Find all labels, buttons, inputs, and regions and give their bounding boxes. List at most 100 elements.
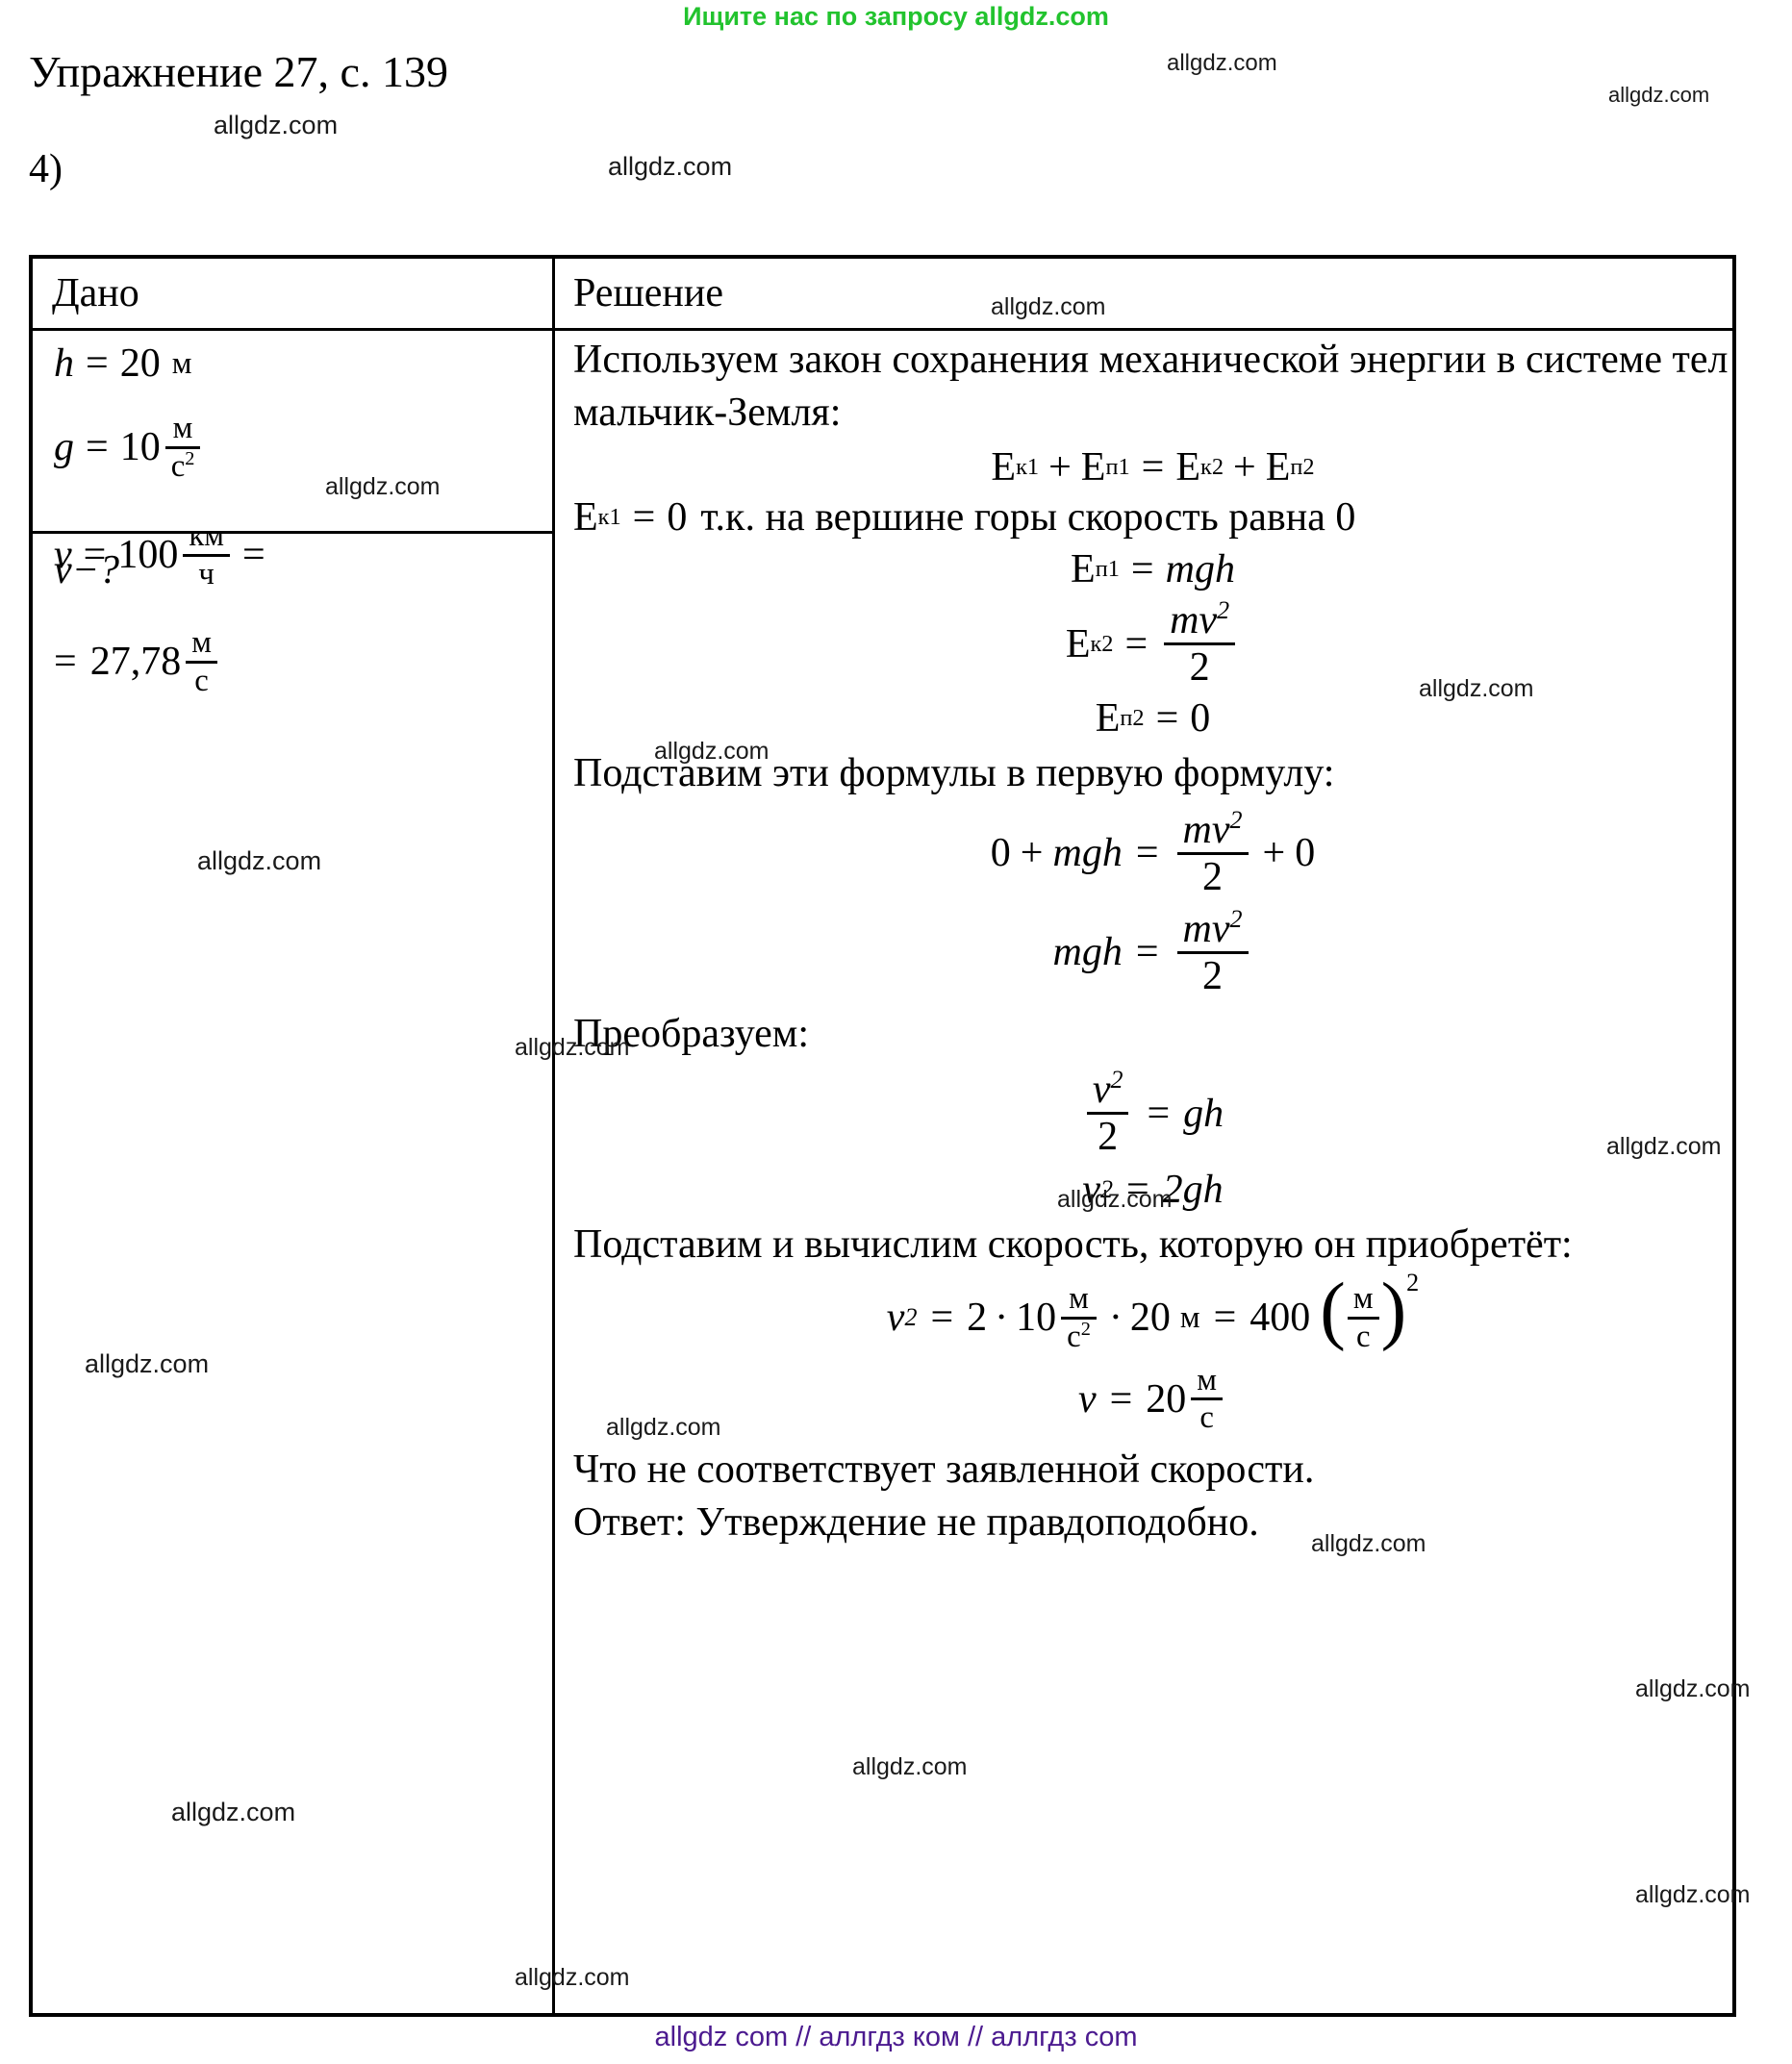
v-equals-trailing: = xyxy=(241,533,265,577)
paren-open: ( xyxy=(1320,1267,1346,1352)
promo-banner: Ищите нас по запросу allgdz.com xyxy=(683,2,1109,31)
given-header: Дано xyxy=(52,271,139,315)
v-unit-numerator: км xyxy=(189,517,224,553)
final-unit-numerator: м xyxy=(1352,1280,1374,1316)
v-unit-denominator: ч xyxy=(198,556,215,592)
final-g-denominator: с2 xyxy=(1067,1318,1091,1354)
watermark-text: allgdz.com xyxy=(1057,1186,1173,1213)
fraction-bar xyxy=(1176,950,1249,954)
sub1-fraction: mv2 2 xyxy=(1176,805,1249,899)
mgh-denominator: 2 xyxy=(1202,953,1224,998)
g-symbol: g xyxy=(54,425,74,469)
fraction-bar xyxy=(183,553,230,557)
v-equals: = xyxy=(83,533,107,577)
tr1-denominator: 2 xyxy=(1098,1115,1119,1160)
v-unit-fraction: км ч xyxy=(183,517,230,592)
mgh-fraction: mv2 2 xyxy=(1176,904,1249,998)
final-unit-fraction: м с xyxy=(1347,1280,1379,1353)
table-column-divider xyxy=(552,259,555,2013)
watermark-text: allgdz.com xyxy=(1167,50,1277,76)
equation-transform-1: v2 2 = gh xyxy=(573,1068,1732,1160)
g-unit-denominator: с2 xyxy=(170,447,195,484)
ek2-denominator: 2 xyxy=(1189,645,1210,691)
watermark-text: allgdz.com xyxy=(171,1798,296,1826)
final-unit-group: ( м с ) 2 xyxy=(1320,1267,1420,1354)
fraction-bar xyxy=(1086,1112,1129,1116)
ek2-fraction: mv2 2 xyxy=(1164,596,1236,691)
given-row-v: v = 100 км ч = xyxy=(54,501,550,609)
fraction-bar xyxy=(1164,642,1236,646)
v-converted-unit-fraction: м с xyxy=(186,624,217,698)
v-symbol: v xyxy=(54,533,72,577)
mgh-numerator: mv2 xyxy=(1182,904,1243,951)
g-equals: = xyxy=(86,425,109,469)
solution-table: Дано Решение h = 20 м g = 10 м с2 xyxy=(29,255,1736,2017)
v-converted-value: 27,78 xyxy=(89,640,182,684)
g-unit-fraction: м с2 xyxy=(164,410,201,484)
solution-intro-text: Используем закон сохранения механической… xyxy=(573,338,1729,435)
h-symbol: h xyxy=(54,341,74,386)
fraction-bar xyxy=(1191,1397,1224,1401)
sub1-numerator: mv2 xyxy=(1182,805,1243,852)
answer-unit-numerator: м xyxy=(1197,1362,1218,1397)
v-converted-unit-numerator: м xyxy=(191,624,212,660)
substitute-text: Подставим эти формулы в первую формулу: xyxy=(573,751,1335,796)
tr1-fraction: v2 2 xyxy=(1086,1068,1129,1160)
watermark-text: allgdz.com xyxy=(654,738,770,765)
given-column: h = 20 м g = 10 м с2 v = 100 к xyxy=(54,334,550,715)
watermark-text: allgdz.com xyxy=(608,152,733,181)
answer-unit-fraction: м с xyxy=(1191,1362,1224,1436)
fraction-bar xyxy=(1176,851,1249,855)
conclusion-text: Что не соответствует заявленной скорости… xyxy=(573,1447,1315,1493)
watermark-text: allgdz.com xyxy=(991,293,1106,320)
h-value: 20 xyxy=(119,341,161,386)
v-value: 100 xyxy=(117,533,179,577)
watermark-text: allgdz.com xyxy=(1635,1881,1751,1908)
unknown-quantity: v−? xyxy=(54,548,119,592)
watermark-text: allgdz.com xyxy=(1635,1675,1751,1702)
watermark-text: allgdz.com xyxy=(1606,1133,1722,1160)
ek2-numerator: mv2 xyxy=(1170,596,1230,643)
answer-unit-denominator: с xyxy=(1199,1400,1214,1436)
watermark-text: allgdz.com xyxy=(852,1753,968,1780)
solution-column: Используем закон сохранения механической… xyxy=(573,334,1732,1548)
transform-text: Преобразуем: xyxy=(573,1011,810,1056)
watermark-text: allgdz.com xyxy=(606,1414,721,1441)
given-row-v-converted: = 27,78 м с xyxy=(54,609,550,715)
compute-text: Подставим и вычислим скорость, которую о… xyxy=(573,1222,1573,1268)
fraction-bar xyxy=(186,660,217,664)
watermark-text: allgdz.com xyxy=(325,473,441,500)
given-row-h: h = 20 м xyxy=(54,334,550,393)
watermark-text: allgdz.com xyxy=(515,1034,630,1061)
watermark-text: allgdz.com xyxy=(1419,675,1534,702)
h-unit: м xyxy=(171,345,192,381)
fraction-bar xyxy=(1347,1316,1379,1320)
g-value: 10 xyxy=(119,425,161,469)
g-unit-exponent: 2 xyxy=(185,447,195,469)
equation-answer-velocity: v = 20 м с xyxy=(573,1362,1732,1436)
g-unit-numerator: м xyxy=(172,410,193,445)
watermark-text: allgdz.com xyxy=(214,111,339,139)
equation-mgh: mgh = mv2 2 xyxy=(573,904,1732,998)
given-row-g: g = 10 м с2 xyxy=(54,393,550,501)
watermark-text: allgdz.com xyxy=(1311,1530,1426,1557)
exercise-title: Упражнение 27, с. 139 xyxy=(29,47,448,96)
v-converted-unit-denominator: с xyxy=(194,663,209,698)
sub1-denominator: 2 xyxy=(1202,854,1224,899)
final-answer-text: Ответ: Утверждение не правдоподобно. xyxy=(573,1499,1259,1545)
table-header-divider xyxy=(33,328,1732,331)
given-section-divider xyxy=(33,531,552,534)
watermark-text: allgdz.com xyxy=(1608,83,1710,107)
watermark-text: allgdz.com xyxy=(197,846,322,875)
final-g-unit-fraction: м с2 xyxy=(1061,1283,1097,1353)
equation-substituted: 0 + mgh = mv2 2 + 0 xyxy=(990,805,1316,899)
footer-watermark: allgdz com // аллгдз ком // аллгдз com xyxy=(654,2022,1138,2052)
